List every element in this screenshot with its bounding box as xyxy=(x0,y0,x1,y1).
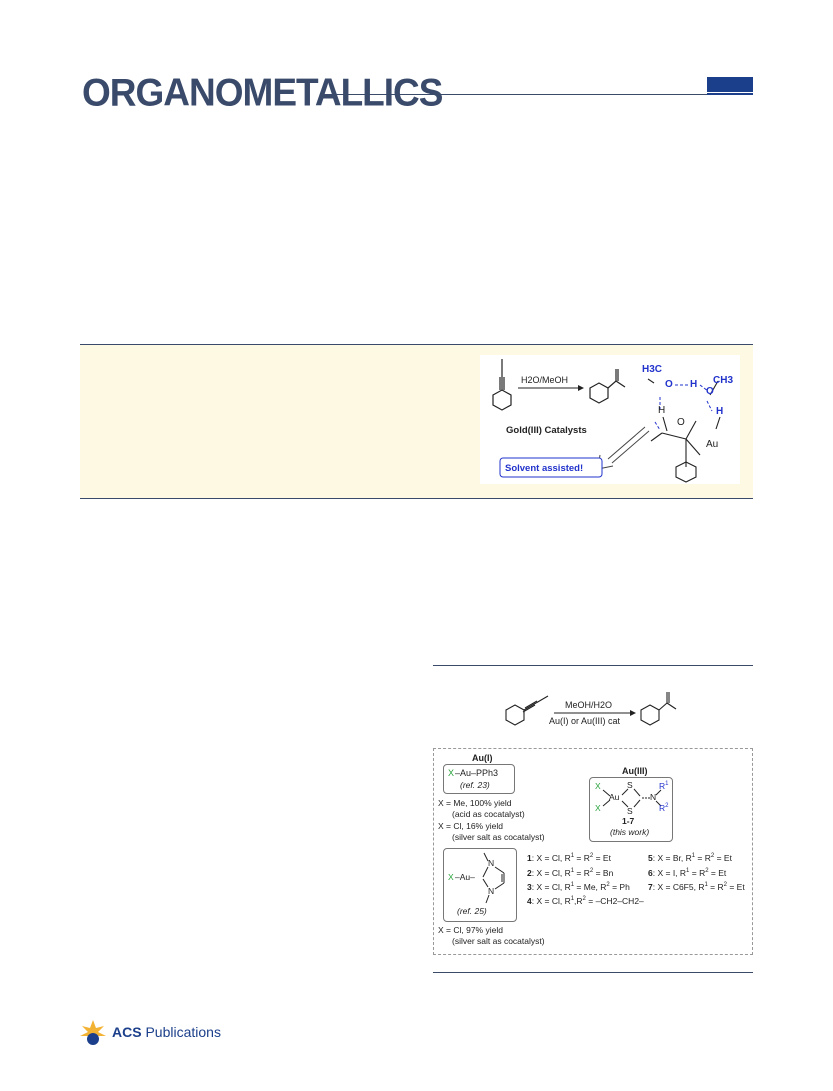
header-tab-underline xyxy=(707,93,753,95)
hbond-dashes xyxy=(654,384,713,431)
au3-this-work: (this work) xyxy=(610,827,650,837)
au1-ref: (ref. 23) xyxy=(460,780,490,790)
phenylacetylene-structure xyxy=(492,359,512,411)
nhc-structure-svg xyxy=(482,852,505,904)
nhc-panel: X –Au– N N (ref. 25) xyxy=(443,848,517,922)
au3-x2: X xyxy=(595,803,601,813)
au1-formula: –Au–PPh3 xyxy=(455,768,499,778)
toc-h-mid: H xyxy=(690,379,698,390)
toc-h-left: H xyxy=(658,405,666,416)
au3-r1: R1 xyxy=(659,781,669,791)
au1-line3: X = Cl, 16% yield xyxy=(438,821,503,831)
nhc-line2: (silver salt as cocatalyst) xyxy=(452,936,545,946)
au1-line4: (silver salt as cocatalyst) xyxy=(452,832,545,842)
hbond-network xyxy=(647,378,721,483)
toc-solvent-label: Solvent assisted! xyxy=(505,463,584,474)
nhc-x: X xyxy=(448,872,454,882)
nhc-line1: X = Cl, 97% yield xyxy=(438,925,503,935)
au3-structure-svg xyxy=(602,788,662,808)
nhc-n2: N xyxy=(488,886,495,896)
compound-6: 6: X = I, R1 = R2 = Et xyxy=(648,868,727,878)
au3-r2: R2 xyxy=(659,803,669,813)
au1-line2: (acid as cocatalyst) xyxy=(452,809,525,819)
compound-5: 5: X = Br, R1 = R2 = Et xyxy=(648,853,732,863)
journal-logo: ORGANOMETALLICS xyxy=(82,70,443,114)
header-rule xyxy=(322,94,708,95)
compound-4: 4: X = Cl, R1,R2 = –CH2–CH2– xyxy=(527,896,644,906)
toc-scheme-svg xyxy=(492,359,721,483)
toc-o1: O xyxy=(665,379,673,390)
toc-ch3: CH3 xyxy=(713,375,734,386)
au3-title: Au(III) xyxy=(622,766,648,776)
au3-compounds: 1-7 xyxy=(622,816,635,826)
acetophenone-structure xyxy=(589,369,626,404)
au3-panel: X X Au S S N R1 R2 1-7 (this work) xyxy=(589,777,673,842)
toc-au: Au xyxy=(706,439,719,450)
compound-7: 7: X = C6F5, R1 = R2 = Et xyxy=(648,882,745,892)
header-tab-marker xyxy=(707,77,753,92)
scheme-top-rule xyxy=(433,665,753,666)
toc-h-right: H xyxy=(716,406,724,417)
au3-n: N xyxy=(650,792,657,802)
toc-o2: O xyxy=(706,386,714,397)
acs-publications-label[interactable]: ACS Publications xyxy=(112,1024,221,1040)
scheme-reaction-svg xyxy=(505,692,677,726)
toc-reagent: H2O/MeOH xyxy=(521,375,569,385)
scheme-catalyst: Au(I) or Au(III) cat xyxy=(549,716,621,726)
catalyst-frame xyxy=(433,748,753,955)
au3-s1: S xyxy=(627,780,633,790)
au1-line1: X = Me, 100% yield xyxy=(438,798,512,808)
au1-panel: X –Au–PPh3 (ref. 23) xyxy=(443,764,515,794)
toc-o3: O xyxy=(677,417,685,428)
scheme-bottom-rule xyxy=(433,972,753,973)
toc-graphic: H2O/MeOH Gold(III) Catalysts Solvent ass… xyxy=(480,355,740,484)
compound-3: 3: X = Cl, R1 = Me, R2 = Ph xyxy=(527,882,630,892)
au1-x: X xyxy=(448,768,455,778)
toc-h3c: H3C xyxy=(642,364,663,375)
compound-2: 2: X = Cl, R1 = R2 = Bn xyxy=(527,868,614,878)
au3-s2: S xyxy=(627,806,633,816)
nhc-n1: N xyxy=(488,858,495,868)
compound-1: 1: X = Cl, R1 = R2 = Et xyxy=(527,853,611,863)
au1-title: Au(I) xyxy=(472,753,493,763)
acs-logo-icon xyxy=(80,1020,106,1045)
scheme-reagent: MeOH/H2O xyxy=(565,700,613,710)
au3-x1: X xyxy=(595,781,601,791)
nhc-au: –Au– xyxy=(455,872,475,882)
au3-au: Au xyxy=(609,792,620,802)
hollow-arrow xyxy=(597,426,650,470)
toc-catalysts: Gold(III) Catalysts xyxy=(506,425,587,436)
solvent-label-box xyxy=(499,457,603,478)
nhc-ref: (ref. 25) xyxy=(457,906,487,916)
